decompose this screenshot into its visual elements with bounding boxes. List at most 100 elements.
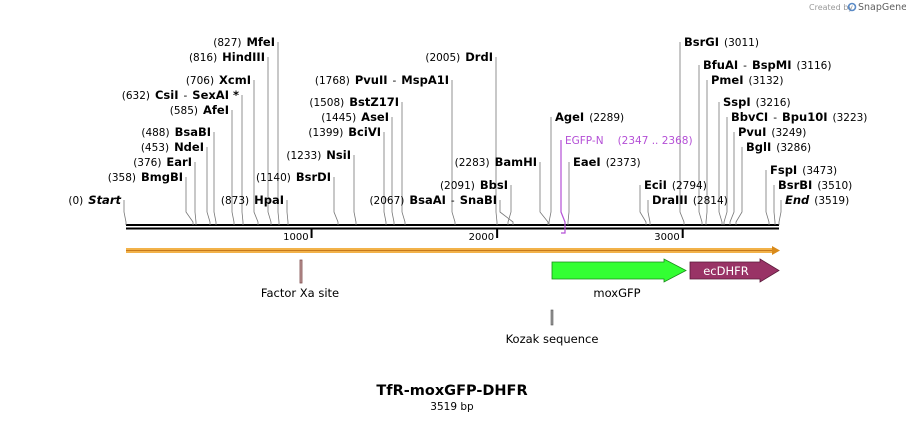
enzyme-label-text: (2067)BsaAI-SnaBI — [369, 193, 497, 207]
enzyme-label: (1445)AseI — [321, 110, 389, 124]
enzyme-leader-line — [735, 147, 743, 225]
enzyme-label-text: BsrBI(3510) — [778, 178, 852, 192]
enzyme-label-text: (585)AfeI — [170, 103, 229, 117]
enzyme-position: (3011) — [724, 37, 759, 49]
enzyme-position: (827) — [213, 37, 241, 49]
enzyme-name: End — [785, 193, 810, 207]
enzyme-leader-line — [241, 95, 244, 225]
primer-text: EGFP-N — [565, 135, 604, 147]
enzyme-leader-line — [647, 200, 651, 225]
enzyme-name: DraIII — [652, 193, 688, 207]
enzyme-leader-line — [206, 147, 211, 225]
orf-arrowhead-icon — [772, 246, 780, 255]
enzyme-leader-line — [639, 185, 647, 225]
primer-text: (2347 .. 2368) — [618, 135, 693, 147]
enzyme-leader-line — [123, 200, 127, 225]
enzyme-position: (2067) — [369, 195, 404, 207]
enzyme-name: BsrDI — [296, 170, 331, 184]
ruler-tick-label: 1000 — [283, 232, 308, 243]
enzyme-leader-line — [499, 200, 514, 225]
enzyme-label-text: (1445)AseI — [321, 110, 389, 124]
enzyme-position: (3286) — [776, 142, 811, 154]
enzyme-name: HpaI — [254, 193, 284, 207]
enzyme-position: (706) — [186, 75, 214, 87]
enzyme-position: (2814) — [693, 195, 728, 207]
enzyme-label-text: (2091)BbsI — [440, 178, 508, 192]
enzyme-label: EaeI(2373) — [573, 155, 641, 169]
enzyme-label: BglI(3286) — [746, 140, 811, 154]
enzyme-label: BbvCI-Bpu10I(3223) — [731, 110, 867, 124]
enzyme-name: BamHI — [495, 155, 537, 169]
enzyme-label-text: BbvCI-Bpu10I(3223) — [731, 110, 867, 124]
enzyme-name: BsaBI — [175, 125, 211, 139]
enzyme-label: (632)CsiI-SexAI * — [122, 88, 239, 102]
enzyme-label: (706) XcmI — [186, 73, 251, 87]
snapgene-credit: Created by SnapGene — [809, 2, 906, 13]
enzyme-label-text: (706) XcmI — [186, 73, 251, 87]
enzyme-label-text: (632)CsiI-SexAI * — [122, 88, 239, 102]
primer-label-text: EGFP-N (2347 .. 2368) — [565, 135, 693, 147]
enzyme-name: PvuII — [355, 73, 388, 87]
enzyme-position: (376) — [133, 157, 161, 169]
feature-kozak-sequence: Kozak sequence — [506, 309, 598, 346]
ecdhfr-label: ecDHFR — [703, 264, 749, 278]
backbone — [126, 224, 779, 230]
enzyme-label: (816)HindIII — [189, 50, 265, 64]
enzyme-label: (453)NdeI — [141, 140, 204, 154]
enzyme-name: SexAI * — [192, 88, 239, 102]
enzyme-label: BfuAI-BspMI(3116) — [703, 58, 831, 72]
enzyme-name: BbsI — [480, 178, 508, 192]
enzyme-label-text: PmeI(3132) — [711, 73, 783, 87]
enzyme-label: (2283)BamHI — [455, 155, 537, 169]
enzyme-leader-line — [718, 102, 723, 225]
enzyme-name: EarI — [166, 155, 192, 169]
enzyme-name: DrdI — [465, 50, 493, 64]
enzyme-name: AseI — [361, 110, 389, 124]
enzyme-label-text: FspI(3473) — [770, 163, 837, 177]
enzyme-leader-line — [679, 42, 685, 225]
enzyme-label: BsrGI(3011) — [684, 35, 759, 49]
enzyme-name: NsiI — [326, 148, 351, 162]
enzyme-label: (873) HpaI — [221, 193, 284, 207]
credit-prefix: Created by — [809, 3, 853, 12]
enzyme-leader-line — [723, 117, 728, 225]
enzyme-leader-line — [253, 80, 259, 225]
enzyme-label: PvuI (3249) — [738, 125, 806, 139]
primer-label: EGFP-N (2347 .. 2368) — [565, 135, 693, 147]
enzyme-position: (873) — [221, 195, 249, 207]
enzyme-position: (3116) — [797, 60, 832, 72]
enzyme-leader-line — [391, 117, 395, 225]
enzyme-name: PvuI — [738, 125, 766, 139]
enzyme-position: (816) — [189, 52, 217, 64]
enzyme-leader-line — [353, 155, 357, 225]
enzyme-label: (827)MfeI — [213, 35, 275, 49]
enzyme-name: BspMI — [752, 58, 792, 72]
enzyme-position: (3249) — [771, 127, 806, 139]
enzyme-label: (1768)PvuII-MspA1I — [315, 73, 449, 87]
feature-ecdhfr: ecDHFR — [689, 258, 780, 283]
enzyme-leader-line — [213, 132, 217, 225]
enzyme-position: - — [773, 112, 777, 124]
enzyme-label-text: (2005)DrdI — [425, 50, 493, 64]
enzyme-name: AfeI — [203, 103, 229, 117]
enzyme-label-text: SspI (3216) — [723, 95, 791, 109]
enzyme-position: (632) — [122, 90, 150, 102]
enzyme-label: (2091)BbsI — [440, 178, 508, 192]
enzyme-leader-line — [539, 162, 549, 225]
enzyme-name: BstZ17I — [349, 95, 399, 109]
feature-factor-xa-site: Factor Xa site — [261, 259, 339, 300]
enzyme-leader-line — [548, 117, 552, 225]
enzyme-name: SspI — [723, 95, 751, 109]
credit-logo: SnapGene — [858, 2, 906, 13]
enzyme-position: (0) — [68, 195, 83, 207]
moxgfp-arrow-icon — [551, 258, 687, 283]
enzyme-label: (488)BsaBI — [141, 125, 211, 139]
enzyme-label-text: BsrGI(3011) — [684, 35, 759, 49]
enzyme-name: XcmI — [219, 73, 251, 87]
ecdhfr-arrow-icon — [689, 258, 780, 283]
enzyme-position: (1508) — [309, 97, 344, 109]
ruler-tick-label: 2000 — [469, 232, 494, 243]
enzyme-position: (3216) — [756, 97, 791, 109]
enzyme-position: (1233) — [286, 150, 321, 162]
